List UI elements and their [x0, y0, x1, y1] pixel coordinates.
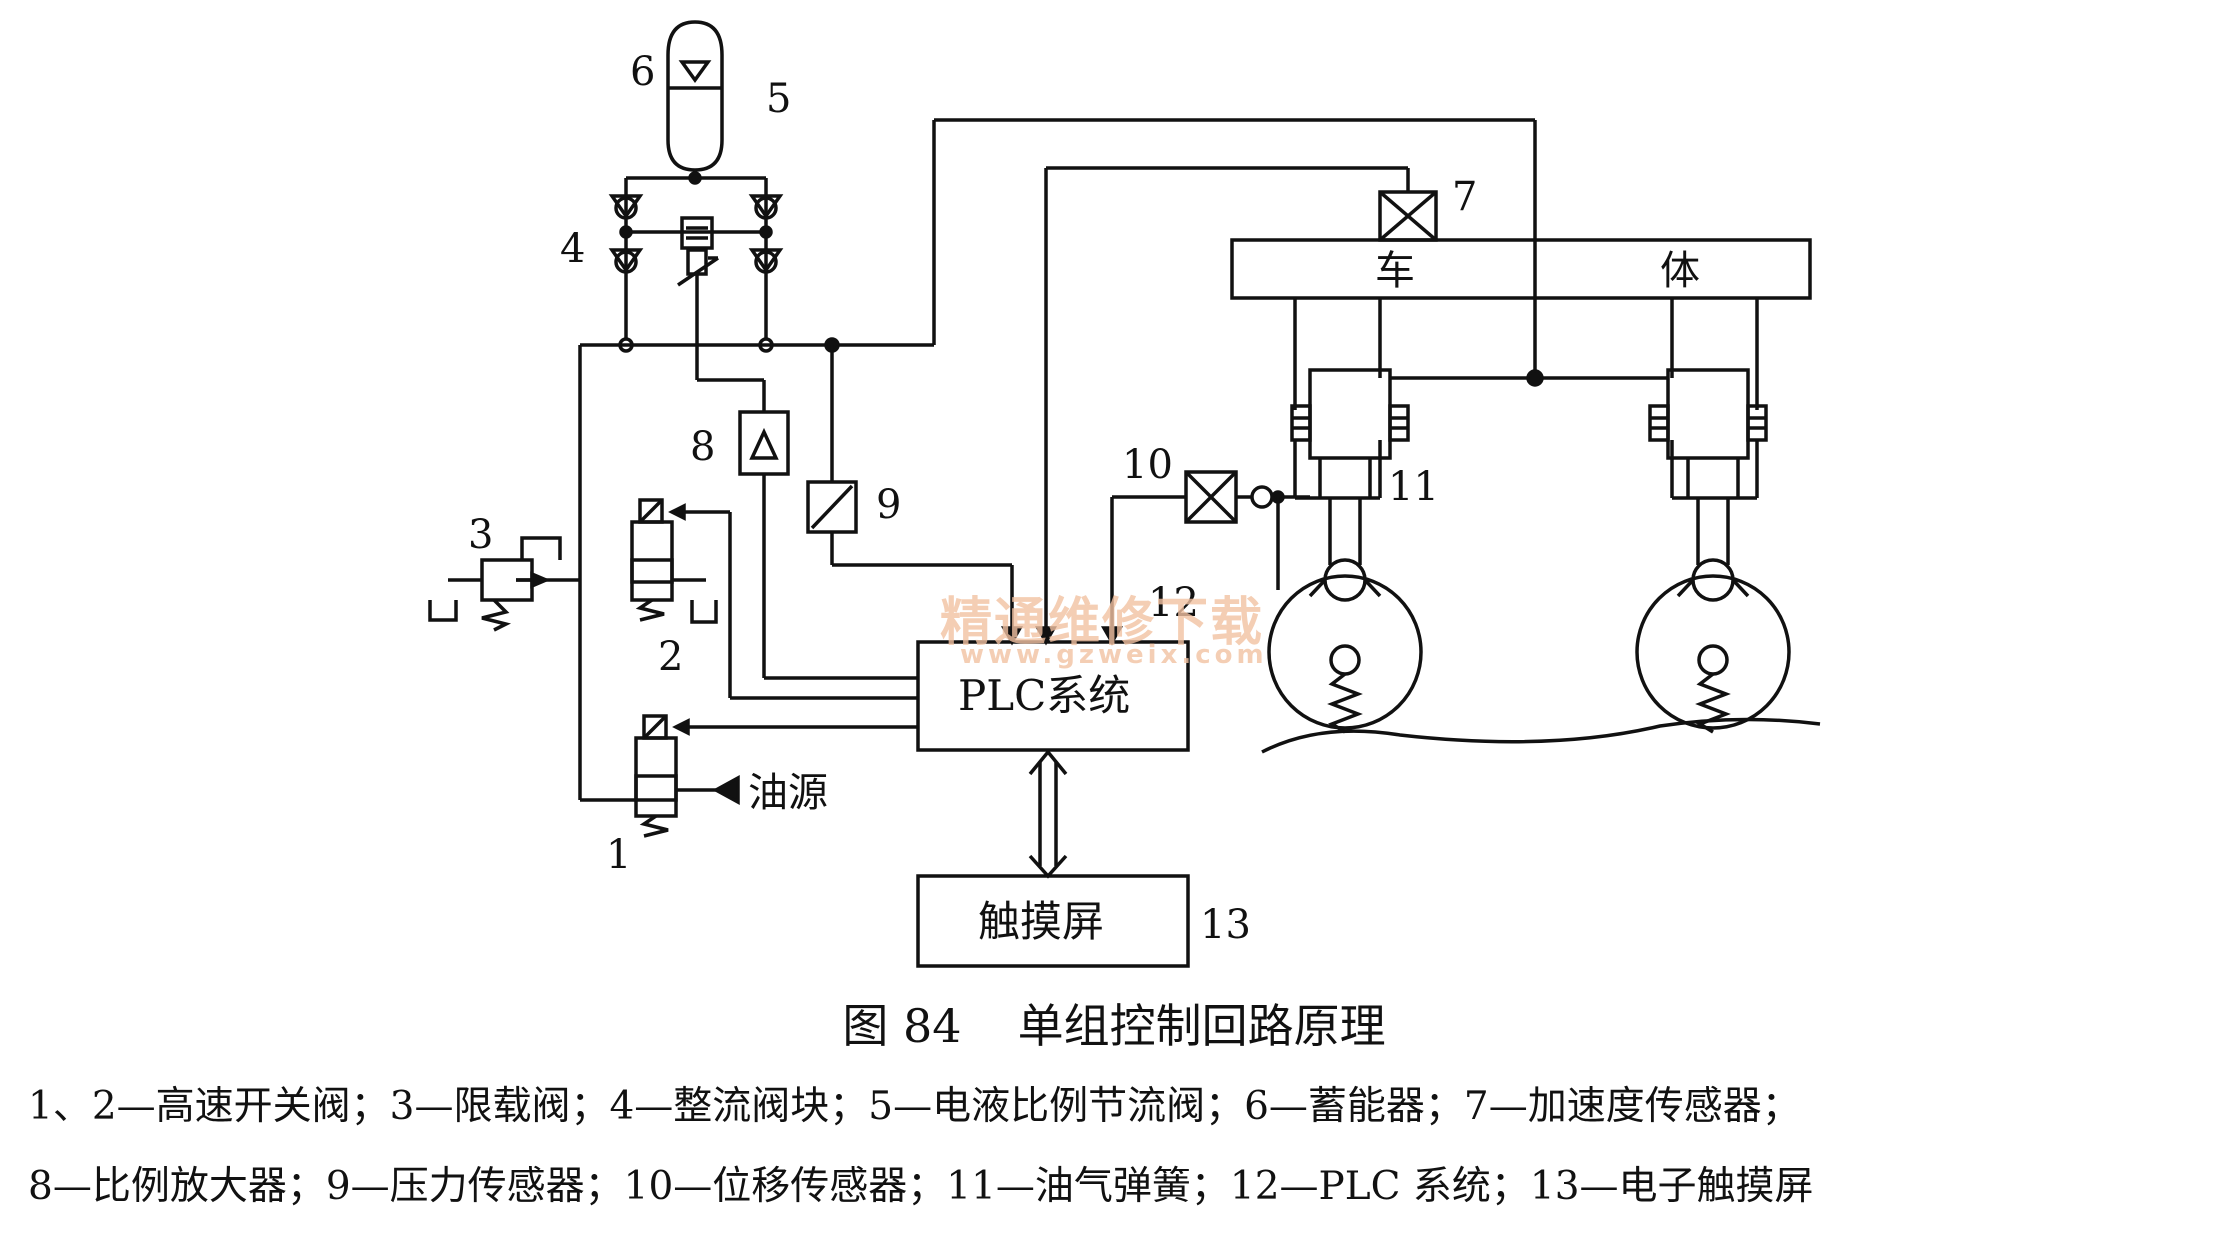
car-body-right-text: 体 — [1660, 248, 1700, 294]
wheel-right — [1635, 558, 1791, 734]
label-6: 6 — [630, 49, 655, 95]
displacement-sensor-10 — [1110, 470, 1310, 640]
hydraulic-control-diagram: 6 5 4 7 8 9 10 11 12 3 2 1 13 车 体 PLC系统 … — [428, 20, 1821, 968]
car-body — [1230, 238, 1812, 300]
label-13: 13 — [1200, 902, 1251, 948]
label-10: 10 — [1122, 442, 1173, 488]
figure-number: 图 84 — [842, 999, 962, 1053]
car-body-left-text: 车 — [1375, 248, 1415, 294]
label-7: 7 — [1452, 174, 1477, 220]
label-3: 3 — [468, 512, 493, 558]
plc-touchscreen-link — [1028, 749, 1068, 879]
accumulator-6 — [666, 20, 724, 178]
proportional-throttle-valve-5 — [677, 216, 719, 345]
ground-line — [1261, 717, 1821, 754]
label-12: 12 — [1148, 580, 1199, 626]
wheel-left — [1267, 558, 1423, 734]
label-5: 5 — [766, 76, 791, 122]
label-4: 4 — [560, 226, 585, 272]
oil-source-label: 油源 — [748, 770, 828, 816]
watermark-text: 精通维修下载 — [940, 593, 1265, 653]
label-1: 1 — [606, 832, 631, 878]
proportional-amplifier-8 — [738, 410, 918, 680]
legend-line-2: 8—比例放大器；9—压力传感器；10—位移传感器；11—油气弹簧；12—PLC … — [28, 1164, 1814, 1209]
watermark-url: www.gzweix.com — [960, 640, 1268, 670]
figure-caption: 图 84 单组控制回路原理 — [0, 990, 2228, 1056]
oil-gas-spring-left — [1290, 298, 1410, 565]
plc-label: PLC系统 — [958, 671, 1130, 720]
high-speed-valve-1 — [580, 714, 918, 838]
plc-box — [916, 640, 1190, 752]
touchscreen-box — [916, 874, 1190, 968]
label-8: 8 — [690, 424, 715, 470]
figure-title: 单组控制回路原理 — [1017, 999, 1386, 1053]
main-hydraulic-line — [578, 118, 1537, 800]
label-9: 9 — [876, 482, 901, 528]
touchscreen-label: 触摸屏 — [978, 897, 1104, 946]
label-11: 11 — [1388, 464, 1439, 510]
oil-gas-spring-right — [1648, 298, 1768, 565]
load-limiting-valve-3 — [428, 536, 562, 632]
accelerometer-7 — [1044, 166, 1438, 640]
legend-line-1: 1、2—高速开关阀；3—限载阀；4—整流阀块；5—电液比例节流阀；6—蓄能器；7… — [28, 1084, 1801, 1129]
label-2: 2 — [658, 634, 683, 680]
rectifier-valve-block-4 — [608, 171, 784, 353]
